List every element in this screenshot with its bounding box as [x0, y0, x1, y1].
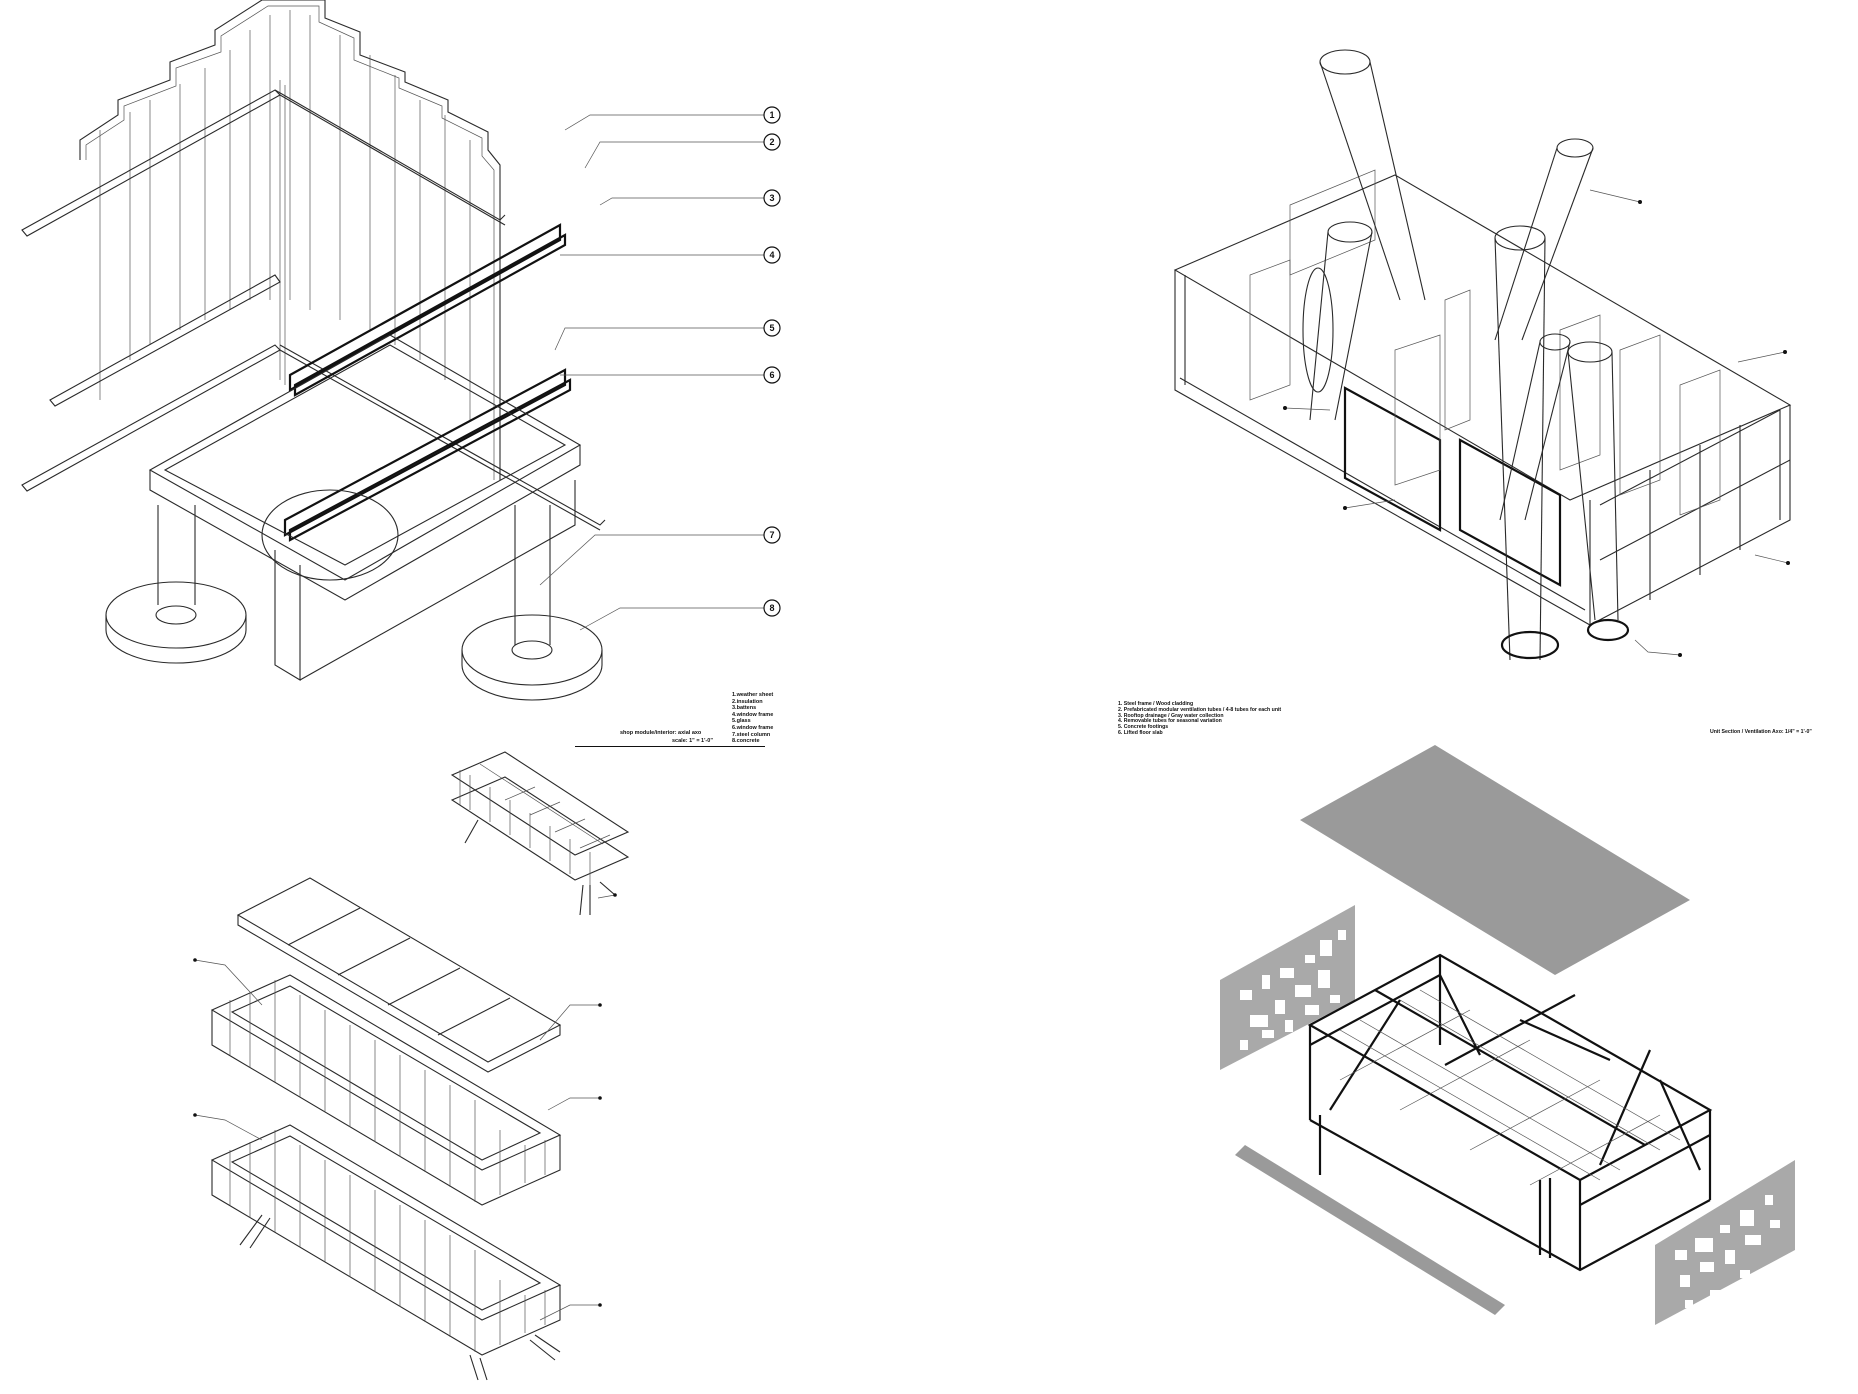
svg-text:1: 1	[769, 110, 774, 120]
callout-5: 5	[763, 319, 781, 337]
frame-infill	[1339, 989, 1681, 1186]
front-openings	[1343, 386, 1562, 587]
callout-1: 1	[763, 106, 781, 124]
caption-rule	[575, 746, 765, 747]
svg-text:6: 6	[769, 370, 774, 380]
note-item: 6. Lifted floor slab	[1118, 729, 1163, 736]
material-legend: 1.weather sheet 2.insulation 3.battens 4…	[732, 692, 773, 745]
svg-text:3: 3	[769, 193, 774, 203]
note-item: 1. Steel frame / Wood cladding	[1118, 701, 1194, 707]
legend-item: 1.weather sheet	[732, 692, 774, 698]
callout-leaders	[539, 114, 765, 631]
note-item: 3. Rooftop drainage / Gray water collect…	[1118, 712, 1224, 719]
svg-text:5: 5	[769, 323, 774, 333]
callout-6: 6	[763, 366, 781, 384]
note-item: 4. Removable tubes for seasonal variatio…	[1118, 718, 1222, 725]
shop-module-caption: shop module/interior: axial axo	[620, 730, 702, 736]
callout-3: 3	[763, 189, 781, 207]
light-wells	[1249, 169, 1721, 516]
concrete-footings	[1500, 618, 1630, 660]
right-perforated-panel	[1655, 1160, 1795, 1325]
callout-7: 7	[763, 526, 781, 544]
callout-2: 2	[763, 133, 781, 151]
svg-text:4: 4	[769, 250, 774, 260]
exploded-leaders	[194, 894, 616, 1321]
legend-item: 5.glass	[732, 718, 751, 725]
svg-text:2: 2	[769, 137, 774, 147]
floor-plate	[1235, 1145, 1505, 1315]
note-item: 5. Concrete footings	[1118, 724, 1169, 731]
leader-dots	[1283, 200, 1790, 657]
callout-markers: 1 2 3 4 5 6 7 8	[763, 106, 781, 617]
exploded-leader-dots	[193, 893, 617, 1307]
ventilation-tubes	[1302, 49, 1619, 661]
lower-frame-ring	[210, 1124, 562, 1381]
legend-item: 6.window frame	[732, 724, 774, 731]
svg-text:7: 7	[769, 530, 774, 540]
ventilation-notes: 1. Steel frame / Wood cladding 2. Prefab…	[1118, 701, 1282, 737]
legend-item: 3.battens	[732, 705, 757, 712]
legend-item: 7.steel column	[732, 731, 771, 738]
left-perforated-panel	[1220, 905, 1355, 1070]
upper-frame-ring	[210, 974, 562, 1206]
note-item: 2. Prefabricated modular ventilation tub…	[1118, 706, 1282, 713]
ventilation-caption: Unit Section / Ventilation Axo: 1/4" = 1…	[1710, 729, 1812, 735]
callout-8: 8	[763, 599, 781, 617]
shop-module-scale: scale: 1" = 1'-0"	[672, 738, 713, 744]
roof-plate	[1300, 745, 1690, 975]
shop-module-wireframe	[21, 0, 606, 701]
legend-item: 2.insulation	[732, 698, 763, 705]
legend-item: 8.concrete	[732, 738, 760, 745]
callout-4: 4	[763, 246, 781, 264]
svg-text:8: 8	[769, 603, 774, 613]
assembled-module-thumbnail	[450, 751, 630, 916]
roof-panels	[236, 877, 562, 1073]
legend-item: 4.window frame	[732, 711, 774, 718]
ventilation-leaders	[1284, 189, 1789, 656]
